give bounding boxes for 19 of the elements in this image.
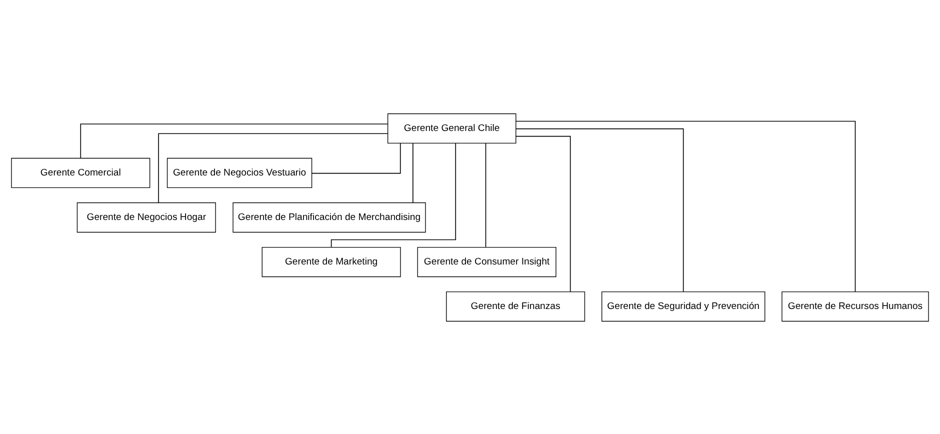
connector [312, 142, 401, 174]
connector [516, 128, 684, 292]
node-box: Gerente de Recursos Humanos [782, 290, 929, 322]
node-box: Gerente Comercial [11, 157, 150, 188]
node-box: Gerente de Seguridad y Prevención [602, 290, 766, 322]
node-box: Gerente de Finanzas [446, 290, 586, 322]
connector [158, 132, 388, 203]
connector [80, 123, 388, 158]
node-box: Gerente General Chile [387, 112, 516, 144]
node-box: Gerente de Negocios Hogar [76, 202, 216, 232]
node-box: Gerente de Marketing [262, 246, 401, 277]
node-box: Gerente de Consumer Insight [417, 246, 556, 277]
node-box: Gerente de Negocios Vestuario [166, 157, 312, 188]
connector [516, 135, 571, 292]
connector [485, 142, 486, 248]
connector [412, 142, 414, 202]
connector [516, 120, 856, 292]
connector [330, 142, 456, 247]
node-box: Gerente de Planificación de Merchandising [232, 202, 426, 232]
